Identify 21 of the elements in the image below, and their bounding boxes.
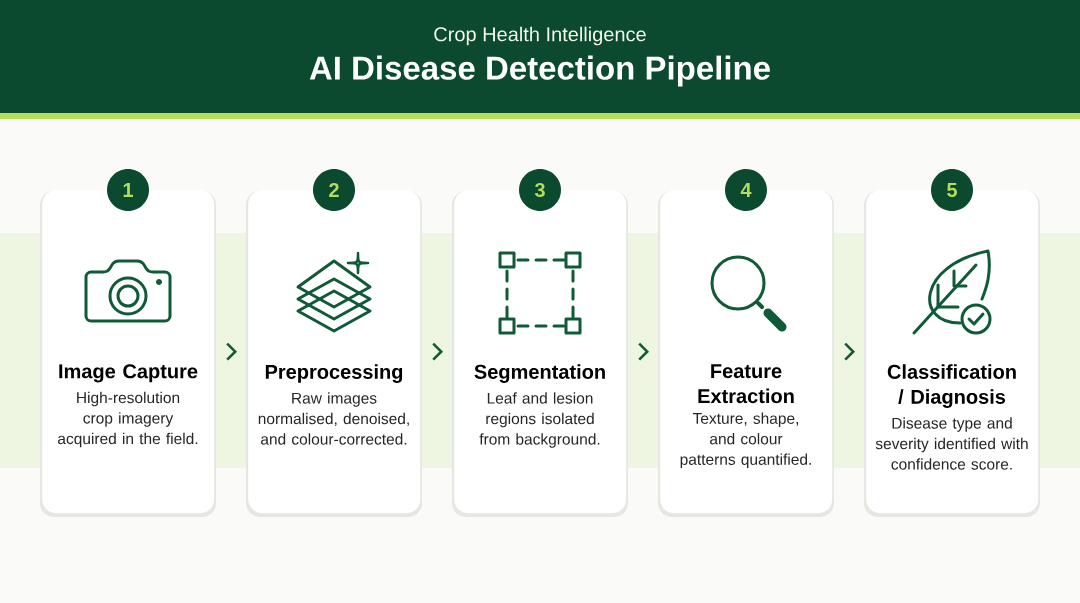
chevron-arrow: [844, 342, 856, 361]
step-title: Feature Extraction: [698, 364, 794, 404]
chevron-arrow: [226, 342, 238, 361]
step-number-badge: 3: [519, 169, 561, 211]
step-number-badge: 1: [107, 169, 149, 211]
title: AI Disease Detection Pipeline: [309, 55, 770, 87]
step-number-badge: 4: [725, 169, 767, 211]
step-description: Texture, shape, and colour patterns quantified.: [680, 412, 811, 468]
subtitle: Crop Health Intelligence: [434, 26, 646, 46]
step-title: Segmentation: [474, 364, 605, 383]
step-title: Image Capture: [59, 364, 198, 383]
step-description: Disease type and severity identified with confidence score.: [875, 417, 1028, 470]
step-description: Leaf and lesion regions isolated from background.: [479, 392, 600, 448]
step-title: Classification / Diagnosis: [887, 364, 1016, 408]
step-number-badge: 5: [931, 169, 973, 211]
chevron-arrow: [432, 342, 444, 361]
chevron-arrow: [638, 342, 650, 361]
step-number-badge: 2: [313, 169, 355, 211]
step-title: Preprocessing: [265, 364, 403, 383]
step-description: Raw images normalised, denoised, and colour-corrected.: [258, 392, 409, 445]
step-description: High-resolution crop imagery acquired in the field.: [58, 391, 198, 448]
